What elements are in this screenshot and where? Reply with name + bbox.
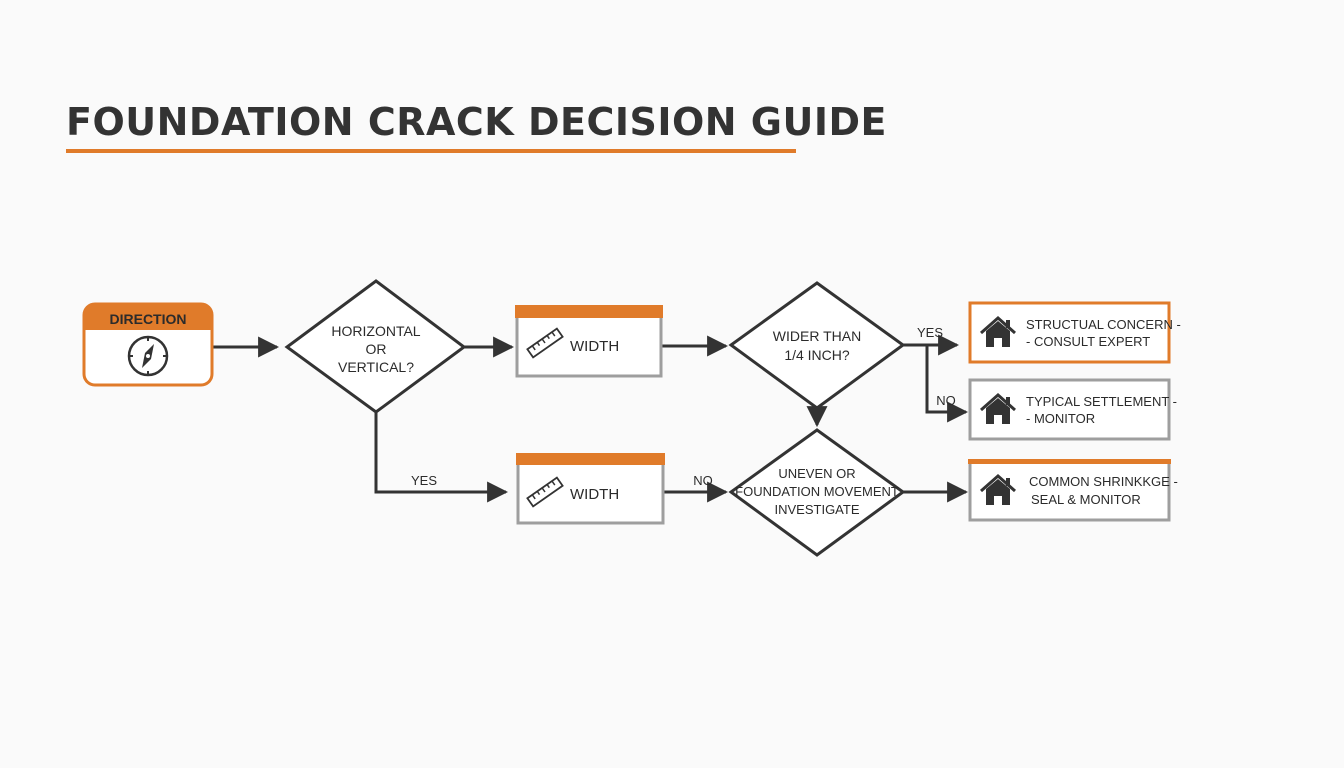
page-title: FOUNDATION CRACK DECISION GUIDE (66, 100, 887, 144)
wider-decision: WIDER THAN 1/4 INCH? (728, 281, 906, 410)
wider-line-2: 1/4 INCH? (784, 347, 850, 363)
edge-label-wider-no: NO (936, 393, 956, 408)
direction-label: DIRECTION (110, 311, 187, 327)
outcome-shrinkage: COMMON SHRINKKGE - SEAL & MONITOR (968, 459, 1178, 522)
edge-label-orientation-yes: YES (411, 473, 437, 488)
wider-line-1: WIDER THAN (773, 328, 861, 344)
settlement-line-2: - MONITOR (1026, 411, 1095, 426)
orientation-line-2: OR (366, 341, 387, 357)
ruler-icon (526, 476, 564, 508)
edge-label-width-bottom-no: NO (693, 473, 713, 488)
uneven-line-1: UNEVEN OR (778, 466, 855, 481)
ruler-icon (526, 327, 564, 359)
orientation-line-3: VERTICAL? (338, 359, 414, 375)
edge-label-wider-yes: YES (917, 325, 943, 340)
orientation-line-1: HORIZONTAL (331, 323, 420, 339)
shrinkage-line-2: SEAL & MONITOR (1031, 492, 1141, 507)
uneven-line-2: FOUNDATION MOVEMENT (735, 484, 899, 499)
shrinkage-line-1: COMMON SHRINKKGE - (1029, 474, 1178, 489)
edge-wider-no-to-settlement (925, 345, 969, 423)
width-top-label: WIDTH (570, 338, 619, 355)
settlement-line-1: TYPICAL SETTLEMENT - (1026, 394, 1177, 409)
edge-orientation-to-width-bottom (374, 412, 509, 503)
uneven-decision: UNEVEN OR FOUNDATION MOVEMENT INVESTIGAT… (728, 428, 906, 557)
width-bottom-label: WIDTH (570, 486, 619, 503)
outcome-structural: STRUCTUAL CONCERN - - CONSULT EXPERT (968, 301, 1181, 364)
width-top-node: WIDTH (515, 305, 663, 378)
house-icon (980, 473, 1016, 505)
orientation-decision: HORIZONTAL OR VERTICAL? (284, 279, 467, 414)
compass-icon (127, 335, 169, 377)
title-underline (66, 149, 796, 153)
width-bottom-node: WIDTH (516, 453, 665, 525)
connectors (212, 334, 969, 503)
outcome-settlement: TYPICAL SETTLEMENT - - MONITOR (968, 378, 1177, 441)
house-icon (980, 315, 1016, 347)
structural-line-1: STRUCTUAL CONCERN - (1026, 317, 1181, 332)
direction-node: DIRECTION (82, 302, 214, 387)
uneven-line-3: INVESTIGATE (775, 502, 860, 517)
structural-line-2: - CONSULT EXPERT (1026, 334, 1150, 349)
house-icon (980, 392, 1016, 424)
